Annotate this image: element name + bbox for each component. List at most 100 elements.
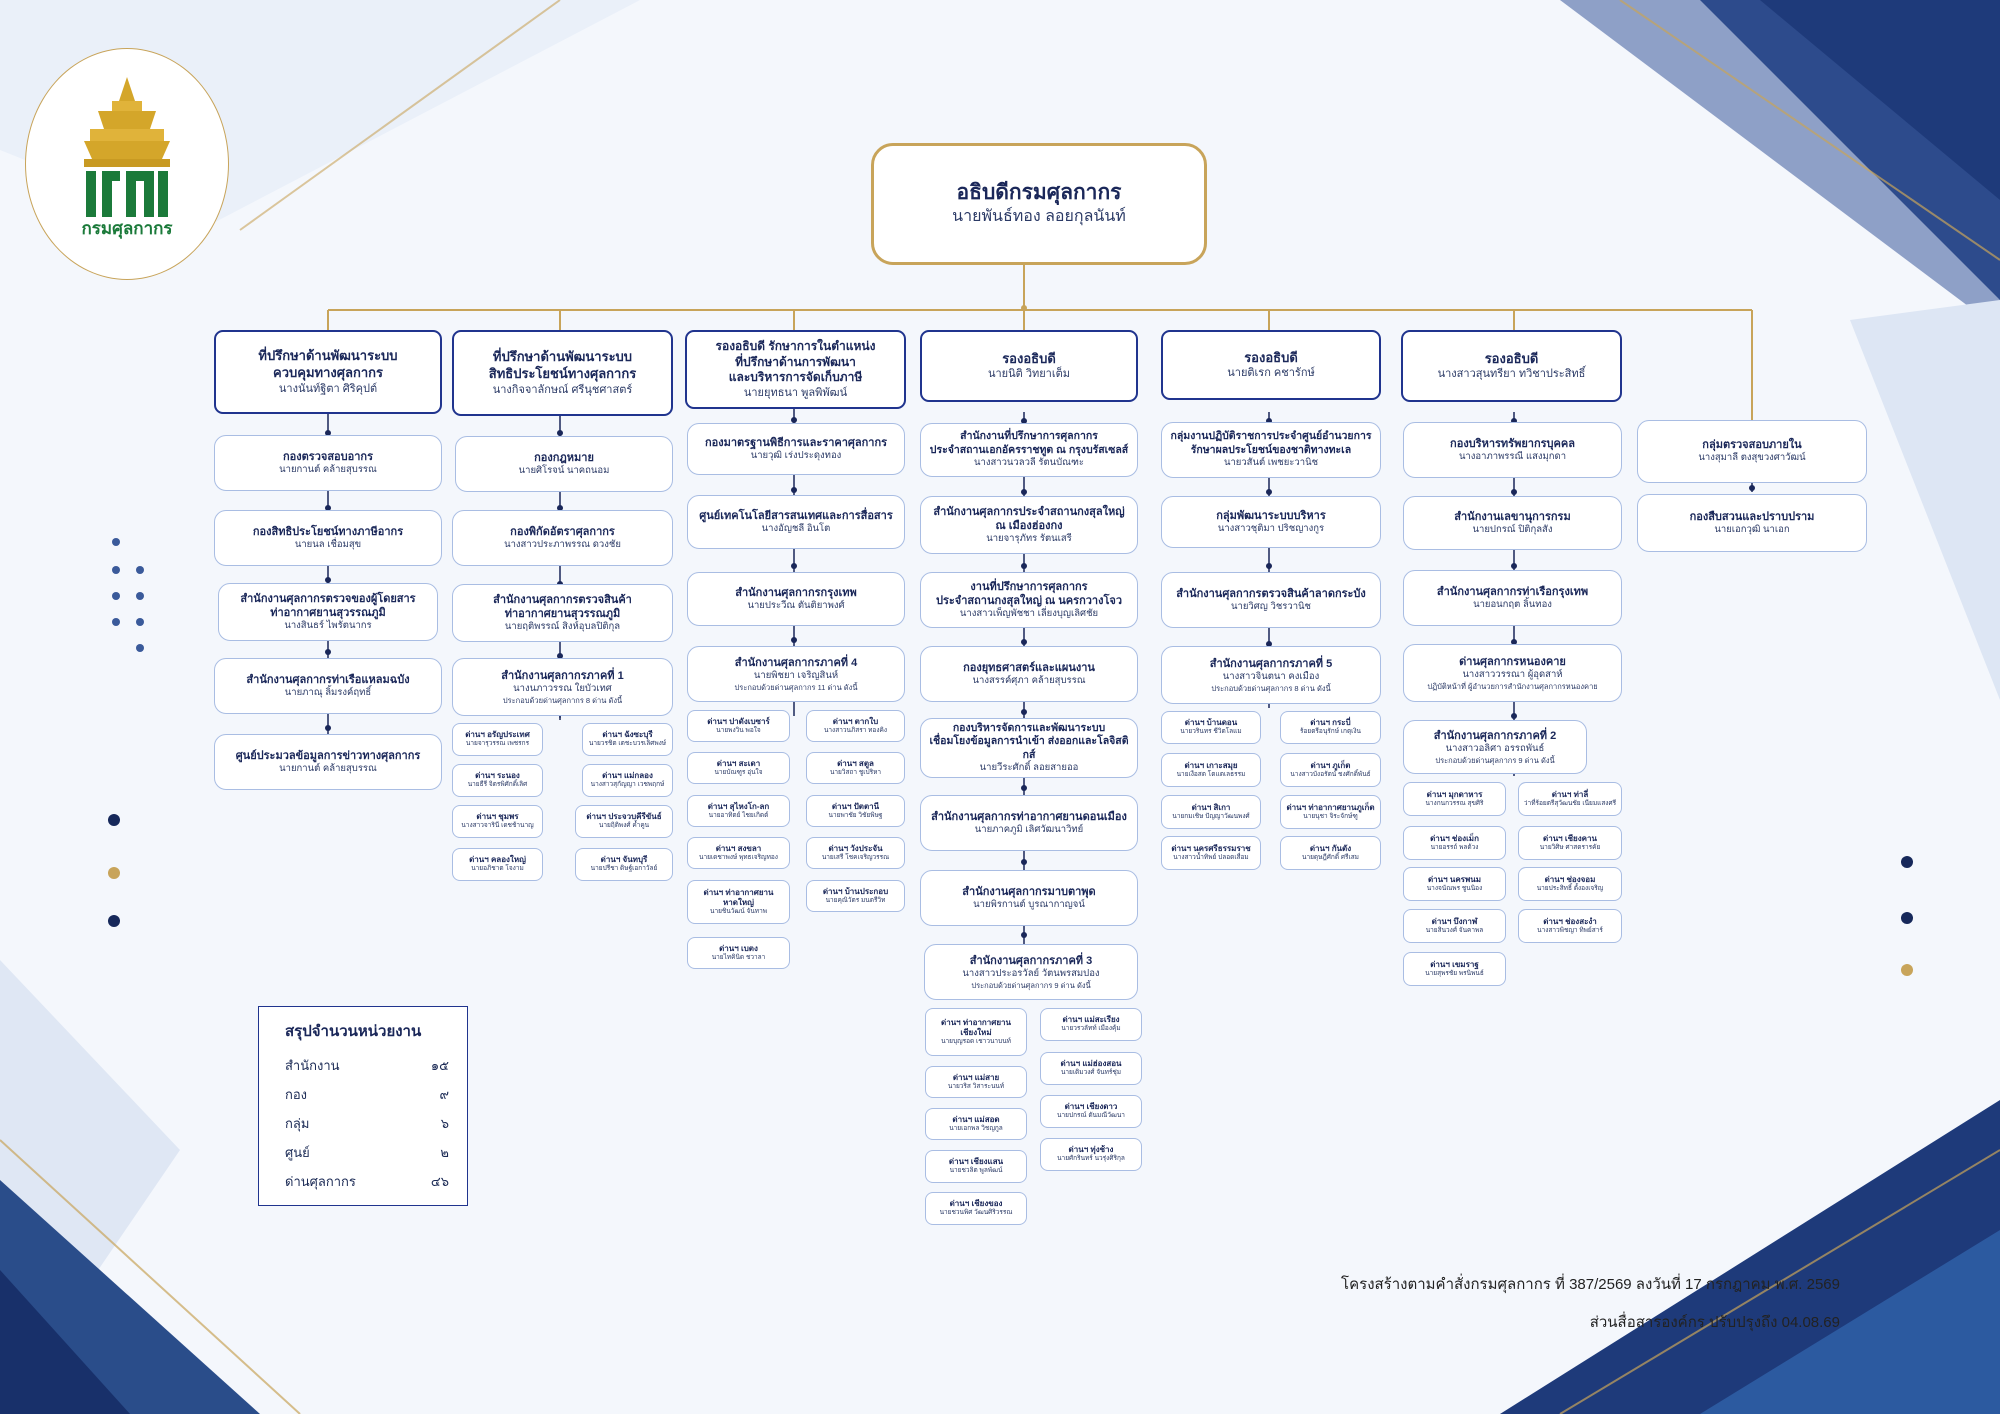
org-box-audit[interactable]: กองตรวจสอบอากรนายกานต์ คล้ายสุบรรณ: [214, 435, 442, 491]
customs-post-box[interactable]: ด่านฯ นครศรีธรรมราชนางสาวน้ำทิพย์ ปลอดเส…: [1161, 836, 1261, 870]
customs-post-box[interactable]: ด่านฯ สงขลานายเดชาพงษ์ พุทธเจริญทอง: [687, 837, 790, 869]
advisor-customs-privilege-box[interactable]: ที่ปรึกษาด้านพัฒนาระบบ สิทธิประโยชน์ทางศ…: [452, 330, 673, 416]
customs-post-box[interactable]: ด่านฯ ท่าอากาศยาน เชียงใหม่นายบุญรอด เชา…: [925, 1008, 1027, 1056]
org-box-brussels[interactable]: สำนักงานที่ปรึกษาการศุลกากร ประจำสถานเอก…: [920, 423, 1138, 477]
advisor-customs-control-box[interactable]: ที่ปรึกษาด้านพัฒนาระบบ ควบคุมทางศุลกากร …: [214, 330, 442, 414]
org-box-laem-chabang[interactable]: สำนักงานศุลกากรท่าเรือแหลมฉบังนายภาณุ ลิ…: [214, 658, 442, 714]
post-title: ด่านฯ กันตัง: [1309, 843, 1352, 853]
customs-post-box[interactable]: ด่านฯ ประจวบคีรีขันธ์นายฤิติพงศ์ ค้ำคูน: [575, 805, 673, 838]
customs-post-box[interactable]: ด่านฯ จันทบุรีนายปรีชา ดิษฐ์เอกาวัลย์: [575, 848, 673, 881]
org-box-bangkok-port[interactable]: สำนักงานศุลกากรท่าเรือกรุงเทพนายอนกฤต ลิ…: [1403, 570, 1622, 626]
post-name: นายเสรี โชคเจริญวรรณ: [821, 853, 890, 861]
customs-post-box[interactable]: ด่านฯ อรัญประเทศนายจารุวรรณ เพชรกร: [452, 723, 543, 756]
post-name: นายไทคินิด ชวาลา: [711, 953, 766, 961]
org-box-region-4[interactable]: สำนักงานศุลกากรภาคที่ 4 นายพิชยา เจริญสิ…: [687, 646, 905, 702]
customs-post-box[interactable]: ด่านฯ แม่กลองนางสาวสุกัญญา เวชพฤกษ์: [582, 764, 673, 797]
customs-post-box[interactable]: ด่านฯ ภูเก็ตนางสาวบังอรัตน์ ชงศักดิ์พันธ…: [1280, 753, 1381, 787]
org-box-region-1[interactable]: สำนักงานศุลกากรภาคที่ 1 นางนภาวรรณ ใยบัว…: [452, 658, 673, 716]
customs-post-box[interactable]: ด่านฯ ปาดังเบซาร์นายพงวิน พอใจ: [687, 710, 790, 742]
post-name: นายสุพรชัย พรนิพนธ์: [1425, 969, 1484, 977]
customs-post-box[interactable]: ด่านฯ ชุมพรนางสาวจารินี เดชช้านาญ: [452, 805, 543, 838]
customs-post-box[interactable]: ด่านฯ ฉังซะบุรีนายวรชิต เตชะบวรเลิศพงษ์: [582, 723, 673, 756]
customs-post-box[interactable]: ด่านฯ เชียงแสนนายชวลิต พูลพัฒน์: [925, 1150, 1027, 1183]
org-box-map-ta-phut[interactable]: สำนักงานศุลกากรมาบตาพุดนายพิรกานต์ บูรณา…: [920, 870, 1138, 926]
customs-post-box[interactable]: ด่านฯ เกาะสมุยนายเงือสต โตแตเลธรรม: [1161, 753, 1261, 787]
customs-post-box[interactable]: ด่านฯ สุไหงโก-ลกนายอาทิตย์ ไชยเกิดต์: [687, 795, 790, 827]
org-box-lat-krabang[interactable]: สำนักงานศุลกากรตรวจสินค้าลาดกระบังนายวิศ…: [1161, 572, 1381, 628]
org-box-tax-privilege[interactable]: กองสิทธิประโยชน์ทางภาษีอากรนายนล เชื่อมส…: [214, 510, 442, 566]
post-title: ด่านฯ ช่องเม็ก: [1430, 833, 1479, 843]
deputy-director-revenue-advisor-box[interactable]: รองอธิบดี รักษาการในตำแหน่ง ที่ปรึกษาด้า…: [685, 330, 906, 409]
org-box-secretariat[interactable]: สำนักงานเลขานุการกรมนายปกรณ์ ปิติกุลสัง: [1403, 496, 1622, 550]
post-name: ร้อยตรีอนุรักษ์ เกตุเงิน: [1300, 728, 1361, 736]
customs-post-box[interactable]: ด่านฯ ระนองนายธีรี จิตรพิศักดิ์เลิศ: [452, 764, 543, 797]
customs-post-box[interactable]: ด่านฯ ท่าอากาศยาน หาดใหญ่นายชินวัฒน์ จัน…: [687, 880, 790, 924]
org-box-guangzhou[interactable]: งานที่ปรึกษาการศุลกากร ประจำสถานกงสุลใหญ…: [920, 572, 1138, 628]
org-box-standards[interactable]: กองมาตรฐานพิธีการและราคาศุลกากรนายวุฒิ เ…: [687, 423, 905, 475]
org-box-region-3[interactable]: สำนักงานศุลกากรภาคที่ 3 นางสาวประอรวัลย์…: [924, 944, 1138, 1000]
box-name: นายติเรก คชารักษ์: [1227, 367, 1315, 380]
customs-post-box[interactable]: ด่านฯ แม่สะเรียงนายวรวลัทท์ เมืองคุ้ม: [1040, 1008, 1142, 1041]
org-box-intelligence-center[interactable]: ศูนย์ประมวลข้อมูลการข่าวทางศุลกากรนายกาน…: [214, 734, 442, 790]
customs-post-box[interactable]: ด่านฯ สิเกานายกมเชิษ ปัญญาวัฒนพงศ์: [1161, 795, 1261, 829]
customs-post-box[interactable]: ด่านฯ บ้านประกอบนายคุณิวัตร มนตรีวิท: [806, 880, 905, 912]
customs-post-box[interactable]: ด่านฯ ช่องเม็กนายอรรถ์ พลต้วง: [1403, 826, 1506, 860]
org-box-nong-khai[interactable]: ด่านศุลกากรหนองคาย นางสาววรรณา ผู้อุดสาห…: [1403, 644, 1622, 702]
org-box-hong-kong[interactable]: สำนักงานศุลกากรประจำสถานกงสุลใหญ่ ณ เมือ…: [920, 496, 1138, 554]
org-box-logistics-data[interactable]: กองบริหารจัดการและพัฒนาระบบ เชื่อมโยงข้อ…: [920, 718, 1138, 778]
director-box[interactable]: อธิบดีกรมศุลกากร นายพันธ์ทอง ลอยกุลนันท์: [871, 143, 1207, 265]
customs-post-box[interactable]: ด่านฯ เชียงคานนายวิศิษ ศาสตรารคัย: [1518, 826, 1622, 860]
post-name: นางสาวสุกัญญา เวชพฤกษ์: [590, 781, 665, 789]
customs-post-box[interactable]: ด่านฯ กระบี่ร้อยตรีอนุรักษ์ เกตุเงิน: [1280, 711, 1381, 744]
org-box-ict-center[interactable]: ศูนย์เทคโนโลยีสารสนเทศและการสื่อสารนางอั…: [687, 495, 905, 549]
customs-post-box[interactable]: ด่านฯ สะเดานายบัณฑูร อุ่นใจ: [687, 752, 790, 784]
customs-post-box[interactable]: ด่านฯ เขมราฐนายสุพรชัย พรนิพนธ์: [1403, 952, 1506, 986]
org-box-investigation[interactable]: กองสืบสวนและปราบปรามนายเอกวุฒิ นาเอก: [1637, 494, 1867, 552]
customs-post-box[interactable]: ด่านฯ แม่สายนายวริส วิสาระนนท์: [925, 1066, 1027, 1098]
customs-post-box[interactable]: ด่านฯ ช่องสะงำนางสาวพิชญา ทิพย์สาร์: [1518, 909, 1622, 943]
org-box-legal[interactable]: กองกฎหมายนายศิโรจน์ นาคถนอม: [455, 436, 673, 492]
deputy-director-box-1[interactable]: รองอธิบดี นายนิติ วิทยาเต็ม: [920, 330, 1138, 402]
org-box-maritime[interactable]: กลุ่มงานปฏิบัติราชการประจำศูนย์อำนวยการ …: [1161, 422, 1381, 478]
customs-post-box[interactable]: ด่านฯ ท่าอากาศยานภูเก็ตนายนุชา จิระจักษ์…: [1280, 795, 1381, 829]
org-box-internal-audit[interactable]: กลุ่มตรวจสอบภายในนางสุมาลี ตงสุขวงศาวัฒน…: [1637, 420, 1867, 483]
customs-post-box[interactable]: ด่านฯ แม่ฮ่องสอนนายเติมวงศ์ จันทร์ชุ่ม: [1040, 1052, 1142, 1085]
customs-post-box[interactable]: ด่านฯ ทุ่งช้างนายศักรินทร์ นวรุ่งศิริกุล: [1040, 1138, 1142, 1171]
org-box-bangkok-customs[interactable]: สำนักงานศุลกากรกรุงเทพนายประวีณ ตันติยาพ…: [687, 572, 905, 626]
customs-post-box[interactable]: ด่านฯ บึงกาฬนายสินวงศ์ จันคาพล: [1403, 909, 1506, 943]
customs-post-box[interactable]: ด่านฯ ช่องจอมนายประสิทธิ์ ตั้งองเจริญ: [1518, 867, 1622, 901]
org-box-don-mueang[interactable]: สำนักงานศุลกากรท่าอากาศยานดอนเมืองนายภาค…: [920, 795, 1138, 851]
org-box-region-2[interactable]: สำนักงานศุลกากรภาคที่ 2 นางสาวอลิศา อรรถ…: [1403, 720, 1587, 774]
customs-post-box[interactable]: ด่านฯ เบตงนายไทคินิด ชวาลา: [687, 937, 790, 969]
customs-post-box[interactable]: ด่านฯ สตูลนายวิสถา ชูเปริหา: [806, 752, 905, 784]
customs-post-box[interactable]: ด่านฯ มุกดาหารนางกนกวรรณ สุขศิริ: [1403, 782, 1506, 816]
org-box-passenger-suvarnabhumi[interactable]: สำนักงานศุลกากรตรวจของผู้โดยสาร ท่าอากาศ…: [218, 583, 438, 641]
customs-post-box[interactable]: ด่านฯ แม่สอดนายเอกพล วิชญกูล: [925, 1108, 1027, 1140]
org-box-strategy[interactable]: กองยุทธศาสตร์และแผนงานนางสรรค์ศุภา คล้าย…: [920, 646, 1138, 702]
box-name: นายวุฒิ เร่งประดุงทอง: [750, 449, 842, 461]
org-box-tariff[interactable]: กองพิกัดอัตราศุลกากรนางสาวประภาพรรณ ดวงช…: [452, 510, 673, 566]
customs-post-box[interactable]: ด่านฯ ตากใบนางสาวนภิสรา ทองคิง: [806, 710, 905, 742]
org-box-cargo-suvarnabhumi[interactable]: สำนักงานศุลกากรตรวจสินค้า ท่าอากาศยานสุว…: [452, 584, 673, 642]
customs-post-box[interactable]: ด่านฯ กันตังนายดุษฎีศักดิ์ ศรีเสม: [1280, 836, 1381, 870]
customs-post-box[interactable]: ด่านฯ วังประจันนายเสรี โชคเจริญวรรณ: [806, 837, 905, 869]
customs-post-box[interactable]: ด่านฯ ท่าลี่ว่าที่ร้อยตรีสุวัฒนชัย เนียม…: [1518, 782, 1622, 816]
box-name: นางสาวชุติมา ปริชญางกูร: [1217, 522, 1325, 534]
box-name: นายปกรณ์ ปิติกุลสัง: [1472, 523, 1553, 535]
customs-post-box[interactable]: ด่านฯ นครพนมนางจนัณพร ชูนนิอง: [1403, 867, 1506, 901]
org-box-admin-dev[interactable]: กลุ่มพัฒนาระบบบริหารนางสาวชุติมา ปริชญาง…: [1161, 496, 1381, 548]
box-name: นางกิจจาลักษณ์ ศรีนุชศาสตร์: [492, 383, 633, 396]
customs-post-box[interactable]: ด่านฯ เชียงดาวนายปกรณ์ ตันมณีวัฒนา: [1040, 1095, 1142, 1128]
org-box-hr[interactable]: กองบริหารทรัพยากรบุคคลนางอาภาพรรณี แสงมุ…: [1403, 422, 1622, 478]
customs-post-box[interactable]: ด่านฯ เชียงของนายชวนพิศ วัฒนศิริวรรณ: [925, 1192, 1027, 1225]
director-name: นายพันธ์ทอง ลอยกุลนันท์: [952, 208, 1126, 226]
customs-post-box[interactable]: ด่านฯ ปัตตานีนายพาชัย วิชัยพิษฐ: [806, 795, 905, 827]
post-title: ด่านฯ เชียงคาน: [1543, 833, 1597, 843]
org-box-region-5[interactable]: สำนักงานศุลกากรภาคที่ 5 นางสาวจินตนา คงเ…: [1161, 646, 1381, 704]
customs-post-box[interactable]: ด่านฯ บ้านดอนนายวรินทร ชีวิตโลแม: [1161, 711, 1261, 744]
customs-post-box[interactable]: ด่านฯ คลองใหญ่นายอภิชาต โจงาม: [452, 848, 543, 881]
box-subtitle: ประกอบด้วยด่านศุลกากร 8 ด่าน ดังนี้: [1211, 683, 1331, 693]
deputy-director-box-3[interactable]: รองอธิบดี นางสาวสุนทรียา ทวิชาประสิทธิ์: [1401, 330, 1622, 402]
deputy-director-box-2[interactable]: รองอธิบดี นายติเรก คชารักษ์: [1161, 330, 1381, 400]
box-name: นายพิชยา เจริญสินห์: [753, 670, 839, 682]
